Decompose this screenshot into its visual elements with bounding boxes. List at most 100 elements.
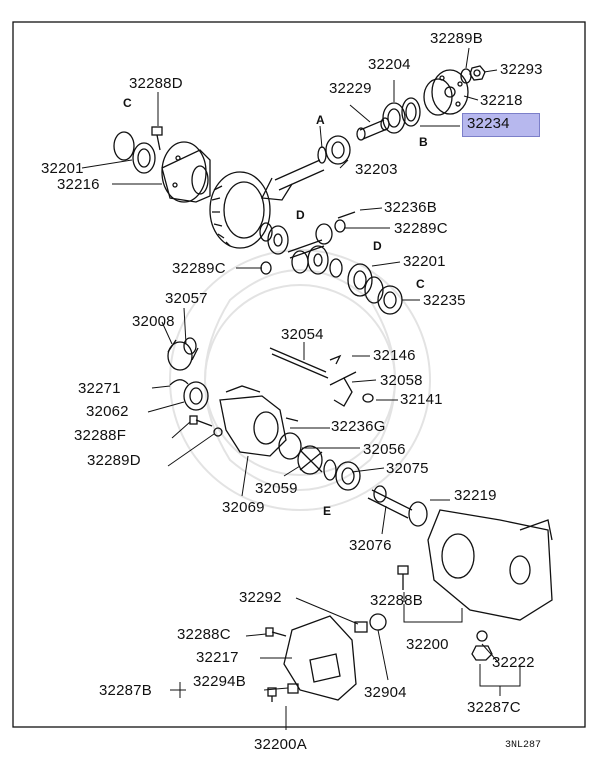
label-32271[interactable]: 32271 (78, 380, 121, 397)
shaft-32076 (367, 485, 413, 519)
shim-C-upper (113, 131, 135, 161)
label-32069[interactable]: 32069 (222, 499, 265, 516)
label-32289C-upper[interactable]: 32289C (394, 220, 448, 237)
nut-32293 (469, 65, 486, 81)
bearing-32201-upper (132, 142, 156, 174)
snap-ring-32271 (169, 379, 189, 386)
oil-seal-32234 (401, 97, 421, 127)
bolt-32287B (267, 687, 277, 702)
label-32219[interactable]: 32219 (454, 487, 497, 504)
bearing-32056 (278, 432, 302, 460)
label-32289B[interactable]: 32289B (430, 30, 483, 47)
bearing-32203 (325, 135, 351, 165)
spring-32146 (329, 354, 342, 365)
cover-32217 (283, 615, 357, 701)
pinion-gear-upper (315, 223, 333, 245)
bolt-32288B (397, 565, 409, 590)
drive-pinion (260, 159, 325, 201)
diagram-code: 3NL287 (505, 740, 542, 751)
label-32056[interactable]: 32056 (363, 441, 406, 458)
leader-lines (81, 47, 521, 730)
shift-rail-32054 (269, 347, 329, 379)
label-32288B[interactable]: 32288B (370, 592, 423, 609)
pinion-shaft (287, 239, 325, 259)
label-32293[interactable]: 32293 (500, 61, 543, 78)
label-32200A[interactable]: 32200A (254, 736, 307, 753)
bolt-32288C (265, 627, 287, 637)
washer-32289C-lower (260, 261, 272, 275)
actuator-32008 (167, 337, 199, 371)
label-32075[interactable]: 32075 (386, 460, 429, 477)
ref-letter-B: B (419, 135, 428, 149)
shim-C-lower (364, 276, 384, 304)
side-gear-right (307, 245, 329, 275)
label-32217[interactable]: 32217 (196, 649, 239, 666)
bearing-32201-lower (347, 263, 373, 297)
label-32059[interactable]: 32059 (255, 480, 298, 497)
carrier-housing-32200 (427, 509, 553, 621)
highlight-32234 (462, 113, 540, 137)
shim-D-right (329, 258, 343, 278)
label-32904[interactable]: 32904 (364, 684, 407, 701)
bearing-32075 (335, 461, 361, 491)
label-32235[interactable]: 32235 (423, 292, 466, 309)
watermark-emblem (169, 249, 431, 511)
oil-seal-32062 (183, 381, 209, 411)
bolt-32288D (151, 126, 163, 151)
shim-D-left (259, 222, 273, 242)
label-32294B[interactable]: 32294B (193, 673, 246, 690)
label-32288D[interactable]: 32288D (129, 75, 183, 92)
washer-32289C-upper (334, 219, 346, 233)
label-32057[interactable]: 32057 (165, 290, 208, 307)
label-32008[interactable]: 32008 (132, 313, 175, 330)
label-32229[interactable]: 32229 (329, 80, 372, 97)
label-32201-lower[interactable]: 32201 (403, 253, 446, 270)
label-32287B[interactable]: 32287B (99, 682, 152, 699)
ring-gear (209, 171, 271, 249)
ref-letter-C-upper: C (123, 96, 132, 110)
ref-letter-C-lower: C (416, 277, 425, 291)
label-32203[interactable]: 32203 (355, 161, 398, 178)
label-32289D[interactable]: 32289D (87, 452, 141, 469)
bolt-32288F (189, 415, 213, 427)
side-gear-left (267, 225, 289, 255)
plug-32904 (369, 613, 387, 631)
pin-32236G (285, 417, 299, 422)
nut-32287C (471, 645, 493, 661)
label-32236G[interactable]: 32236G (331, 418, 386, 435)
label-32201-upper[interactable]: 32201 (41, 160, 84, 177)
label-32216[interactable]: 32216 (57, 176, 100, 193)
label-32218[interactable]: 32218 (480, 92, 523, 109)
ref-letter-E: E (323, 504, 332, 518)
ref-letter-D-lower: D (373, 239, 382, 253)
label-32200[interactable]: 32200 (406, 636, 449, 653)
label-32287C[interactable]: 32287C (467, 699, 521, 716)
label-32236B[interactable]: 32236B (384, 199, 437, 216)
spacer-E (323, 459, 337, 481)
label-32289C-lower[interactable]: 32289C (172, 260, 226, 277)
differential-case-32216 (161, 141, 211, 203)
label-32076[interactable]: 32076 (349, 537, 392, 554)
label-32288C[interactable]: 32288C (177, 626, 231, 643)
extension-housing-32069 (219, 385, 287, 457)
clip-32141 (362, 393, 374, 403)
label-32222[interactable]: 32222 (492, 654, 535, 671)
plug-32292 (354, 621, 368, 633)
label-32058[interactable]: 32058 (380, 372, 423, 389)
label-32234[interactable]: 32234 (467, 115, 510, 132)
shim-32219 (408, 501, 428, 527)
diagram-frame (12, 21, 586, 728)
washer-32222 (476, 630, 488, 642)
ref-letter-A: A (316, 113, 325, 127)
label-32146[interactable]: 32146 (373, 347, 416, 364)
shift-fork-32058 (329, 371, 357, 407)
label-32288F[interactable]: 32288F (74, 427, 127, 444)
label-32062[interactable]: 32062 (86, 403, 129, 420)
lock-pin-32236B (337, 211, 356, 219)
label-32054[interactable]: 32054 (281, 326, 324, 343)
label-32204[interactable]: 32204 (368, 56, 411, 73)
label-32141[interactable]: 32141 (400, 391, 443, 408)
gear-32059 (297, 445, 323, 475)
spacer-32229 (356, 117, 390, 141)
label-32292[interactable]: 32292 (239, 589, 282, 606)
